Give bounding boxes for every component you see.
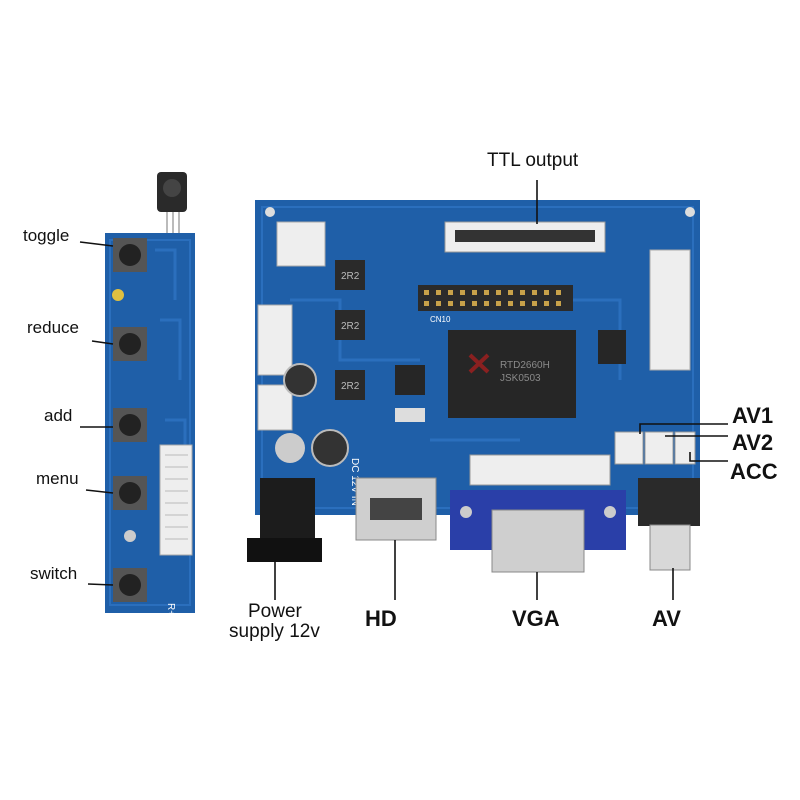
inductor: 2R2 bbox=[335, 370, 365, 400]
inductor: 2R2 bbox=[335, 310, 365, 340]
button-add[interactable] bbox=[113, 408, 147, 442]
label-vga: VGA bbox=[512, 606, 560, 631]
vga-header bbox=[469, 454, 611, 486]
pin-header bbox=[418, 285, 573, 311]
ir-receiver bbox=[157, 172, 187, 242]
jumper-block bbox=[598, 330, 626, 364]
label-toggle: toggle bbox=[23, 226, 70, 245]
silk-dc-in: DC 12V IN bbox=[349, 458, 360, 506]
led-pad bbox=[112, 289, 124, 301]
right-connector bbox=[649, 249, 691, 371]
leader-acc bbox=[689, 452, 728, 462]
driver-board: CN10 RTD2660H JSK0503 2R2 2R2 2R2 bbox=[255, 200, 700, 515]
button-menu[interactable] bbox=[113, 476, 147, 510]
label-power-supply: supply 12v bbox=[229, 621, 320, 642]
label-switch: switch bbox=[30, 564, 78, 583]
button-toggle[interactable] bbox=[113, 238, 147, 272]
left-connector-2 bbox=[257, 384, 293, 431]
leader-toggle bbox=[79, 241, 114, 247]
button-reduce[interactable] bbox=[113, 327, 147, 361]
button-switch[interactable] bbox=[113, 568, 147, 602]
scaler-chip: RTD2660H JSK0503 bbox=[448, 330, 576, 418]
label-reduce: reduce bbox=[27, 318, 79, 337]
label-power: Power bbox=[248, 601, 302, 622]
label-ttl-output: TTL output bbox=[487, 150, 579, 171]
power-header bbox=[276, 221, 326, 267]
label-av1: AV1 bbox=[732, 403, 774, 428]
small-ic bbox=[395, 365, 425, 395]
hdmi-port bbox=[355, 477, 437, 541]
label-add: add bbox=[44, 406, 73, 425]
silk-cn10: CN10 bbox=[430, 315, 451, 324]
left-connector-1 bbox=[257, 304, 293, 376]
chip-marking-1: RTD2660H bbox=[500, 360, 550, 371]
label-acc: ACC bbox=[730, 459, 778, 484]
capacitor bbox=[275, 433, 305, 463]
av-acc-connectors bbox=[614, 431, 696, 465]
leader-reduce bbox=[91, 340, 114, 345]
label-hd: HD bbox=[365, 606, 397, 631]
leader-lines bbox=[79, 180, 728, 600]
inductor: 2R2 bbox=[335, 260, 365, 290]
dc-jack bbox=[247, 478, 322, 562]
leader-av1 bbox=[639, 423, 728, 434]
vga-port bbox=[450, 490, 626, 573]
chip-marking-2: JSK0503 bbox=[500, 373, 541, 384]
capacitor bbox=[311, 429, 349, 467]
led-pad bbox=[124, 530, 136, 542]
leader-menu bbox=[85, 489, 114, 494]
crystal bbox=[395, 408, 425, 422]
svg-text:2R2: 2R2 bbox=[341, 381, 360, 392]
av-rca-jack bbox=[638, 478, 700, 571]
svg-text:2R2: 2R2 bbox=[341, 271, 360, 282]
label-av2: AV2 bbox=[732, 430, 774, 455]
capacitor bbox=[283, 363, 317, 397]
leader-switch bbox=[87, 583, 114, 586]
keypad-connector bbox=[159, 444, 193, 556]
keypad-silk-mark: R+A bbox=[165, 603, 176, 623]
label-menu: menu bbox=[36, 469, 79, 488]
svg-text:2R2: 2R2 bbox=[341, 321, 360, 332]
label-av: AV bbox=[652, 606, 681, 631]
keypad-board: R+A bbox=[105, 172, 195, 623]
